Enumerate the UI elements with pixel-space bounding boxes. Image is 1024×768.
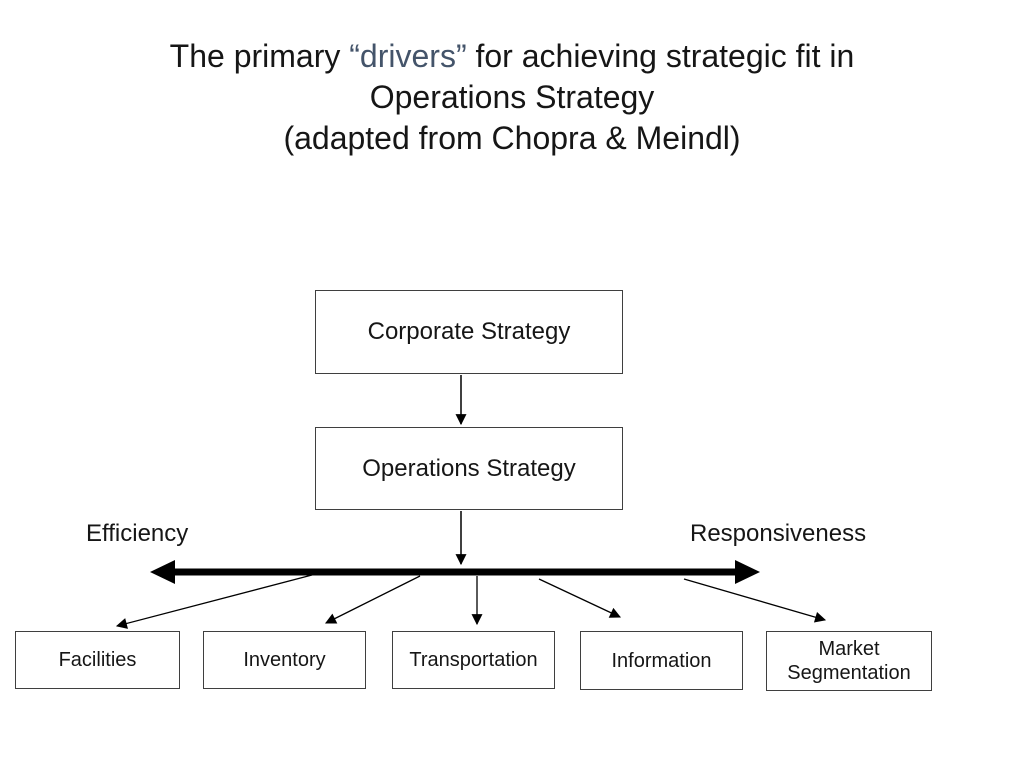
transportation-label: Transportation bbox=[409, 649, 538, 671]
driver-box-transportation: Transportation bbox=[392, 631, 555, 689]
market-segmentation-label: Market Segmentation bbox=[787, 638, 911, 684]
arrow-to-market-segmentation bbox=[683, 578, 827, 623]
driver-box-facilities: Facilities bbox=[15, 631, 180, 689]
arrow-to-facilities bbox=[115, 574, 313, 629]
slide-title: The primary “drivers” for achieving stra… bbox=[0, 36, 1024, 159]
efficiency-label: Efficiency bbox=[86, 520, 189, 547]
arrow-to-information bbox=[538, 578, 621, 618]
title-line1-pre: The primary bbox=[169, 38, 350, 74]
driver-box-information: Information bbox=[580, 631, 743, 690]
operations-strategy-label: Operations Strategy bbox=[362, 454, 576, 482]
axis-left-arrowhead bbox=[150, 560, 175, 584]
information-label: Information bbox=[611, 649, 712, 672]
driver-box-inventory: Inventory bbox=[203, 631, 366, 689]
arrow-to-inventory bbox=[325, 575, 421, 624]
axis-right-arrowhead bbox=[735, 560, 760, 584]
corporate-strategy-box: Corporate Strategy bbox=[315, 290, 623, 374]
title-line1-post: for achieving strategic fit in bbox=[466, 38, 855, 74]
title-line1-accent: “drivers” bbox=[349, 38, 467, 74]
title-line-2: Operations Strategy bbox=[369, 79, 655, 115]
title-line-3: (adapted from Chopra & Meindl) bbox=[283, 120, 741, 156]
title-line-1: The primary “drivers” for achieving stra… bbox=[0, 36, 1024, 77]
driver-box-market-segmentation: Market Segmentation bbox=[766, 631, 932, 691]
facilities-label: Facilities bbox=[58, 649, 137, 671]
corporate-strategy-label: Corporate Strategy bbox=[367, 318, 571, 345]
inventory-label: Inventory bbox=[243, 649, 326, 671]
responsiveness-label: Responsiveness bbox=[690, 520, 867, 547]
operations-strategy-box: Operations Strategy bbox=[315, 427, 623, 510]
